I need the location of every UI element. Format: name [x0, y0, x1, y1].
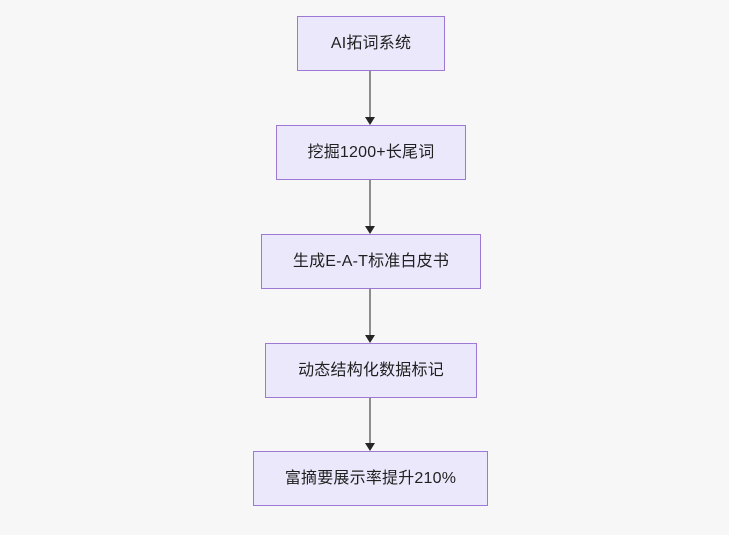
arrow-down-icon [365, 226, 375, 234]
edge-line [369, 180, 371, 227]
flow-node-ai-keyword-system[interactable]: AI拓词系统 [297, 16, 445, 71]
edge-line [369, 398, 371, 444]
arrow-down-icon [365, 335, 375, 343]
flow-node-dynamic-structured-data-markup[interactable]: 动态结构化数据标记 [265, 343, 477, 398]
flow-node-generate-eat-whitepaper[interactable]: 生成E-A-T标准白皮书 [261, 234, 481, 289]
arrow-down-icon [365, 443, 375, 451]
arrow-down-icon [365, 117, 375, 125]
flow-node-label: 富摘要展示率提升210% [284, 469, 457, 487]
flow-node-label: AI拓词系统 [330, 34, 412, 52]
flow-node-mine-longtail-keywords[interactable]: 挖掘1200+长尾词 [276, 125, 466, 180]
flow-node-label: 挖掘1200+长尾词 [307, 143, 435, 161]
flow-node-label: 生成E-A-T标准白皮书 [292, 252, 450, 270]
flow-node-label: 动态结构化数据标记 [298, 361, 444, 379]
flow-edge-4-to-5 [360, 398, 380, 451]
flow-edge-1-to-2 [360, 71, 380, 125]
edge-line [369, 71, 371, 118]
flow-edge-2-to-3 [360, 180, 380, 234]
flow-node-rich-snippet-impression-lift[interactable]: 富摘要展示率提升210% [253, 451, 488, 506]
edge-line [369, 289, 371, 336]
flow-edge-3-to-4 [360, 289, 380, 343]
